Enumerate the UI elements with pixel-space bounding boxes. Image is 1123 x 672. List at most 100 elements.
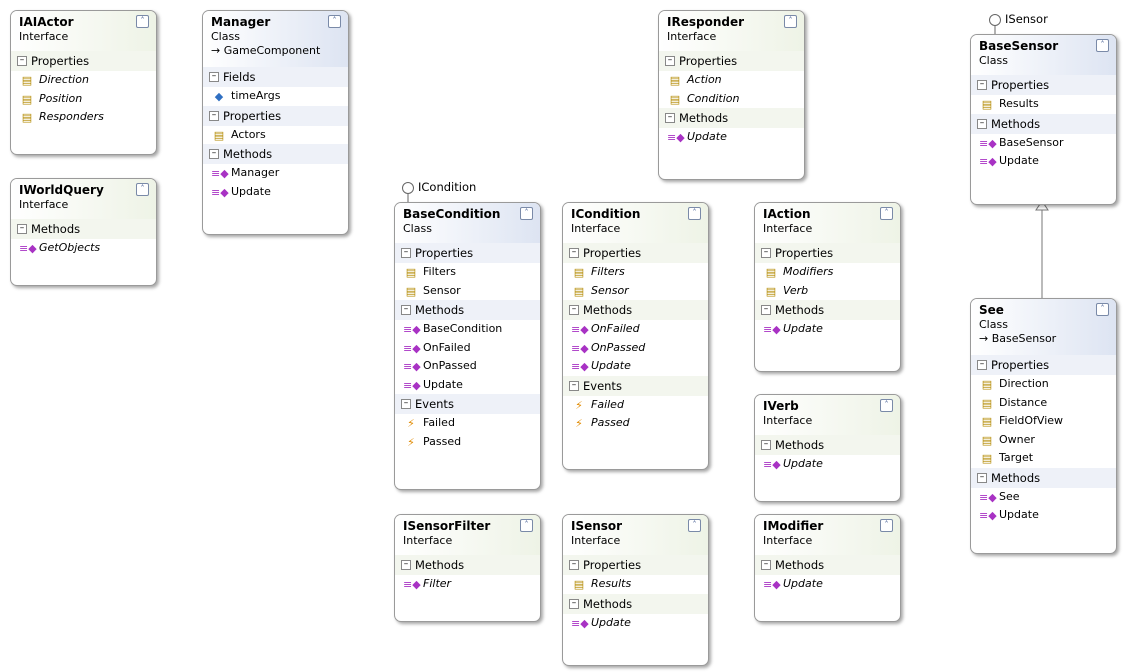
section-collapse-icon[interactable]: – [665, 113, 675, 123]
collapse-chevron-icon[interactable]: ˄ [784, 15, 797, 28]
section-collapse-icon[interactable]: – [761, 560, 771, 570]
collapse-chevron-icon[interactable]: ˄ [136, 15, 149, 28]
member-row[interactable]: ≡◆BaseSensor [971, 134, 1116, 153]
section-collapse-icon[interactable]: – [209, 72, 219, 82]
section-collapse-icon[interactable]: – [977, 80, 987, 90]
member-row[interactable]: ▤Filters [395, 263, 540, 282]
member-row[interactable]: ▤Results [971, 95, 1116, 114]
member-row[interactable]: ≡◆OnPassed [563, 339, 708, 358]
section-collapse-icon[interactable]: – [17, 56, 27, 66]
section-header[interactable]: –Methods [563, 300, 708, 320]
section-header[interactable]: –Methods [11, 219, 156, 239]
section-collapse-icon[interactable]: – [401, 560, 411, 570]
section-collapse-icon[interactable]: – [665, 56, 675, 66]
collapse-chevron-icon[interactable]: ˄ [880, 207, 893, 220]
section-collapse-icon[interactable]: – [209, 149, 219, 159]
section-header[interactable]: –Methods [659, 108, 804, 128]
section-header[interactable]: –Methods [395, 300, 540, 320]
section-collapse-icon[interactable]: – [569, 380, 579, 391]
section-collapse-icon[interactable]: – [761, 440, 771, 450]
member-row[interactable]: ▤Results [563, 575, 708, 594]
member-row[interactable]: ▤FieldOfView [971, 412, 1116, 431]
member-row[interactable]: ▤Direction [971, 375, 1116, 394]
section-header[interactable]: –Methods [563, 593, 708, 614]
section-collapse-icon[interactable]: – [977, 472, 987, 483]
section-collapse-icon[interactable]: – [209, 110, 219, 121]
member-row[interactable]: ≡◆Update [971, 506, 1116, 525]
member-row[interactable]: ▤Distance [971, 394, 1116, 413]
section-header[interactable]: –Properties [203, 105, 348, 126]
collapse-chevron-icon[interactable]: ˄ [1096, 39, 1109, 52]
collapse-chevron-icon[interactable]: ˄ [688, 519, 701, 532]
member-row[interactable]: ▤Modifiers [755, 263, 900, 282]
section-collapse-icon[interactable]: – [569, 305, 579, 315]
member-row[interactable]: ≡◆Update [755, 455, 900, 474]
member-row[interactable]: ⚡Passed [563, 414, 708, 433]
section-header[interactable]: –Properties [755, 243, 900, 263]
collapse-chevron-icon[interactable]: ˄ [688, 207, 701, 220]
section-header[interactable]: –Methods [755, 435, 900, 455]
section-header[interactable]: –Methods [971, 113, 1116, 134]
member-row[interactable]: ≡◆Update [563, 357, 708, 376]
section-header[interactable]: –Methods [755, 300, 900, 320]
collapse-chevron-icon[interactable]: ˄ [520, 207, 533, 220]
member-row[interactable]: ▤Action [659, 71, 804, 90]
section-header[interactable]: –Properties [563, 555, 708, 575]
section-collapse-icon[interactable]: – [761, 248, 771, 258]
section-header[interactable]: –Events [395, 394, 540, 414]
member-row[interactable]: ▤Verb [755, 282, 900, 301]
member-row[interactable]: ≡◆OnPassed [395, 357, 540, 376]
member-row[interactable]: ≡◆OnFailed [563, 320, 708, 339]
member-row[interactable]: ▤Responders [11, 108, 156, 127]
section-header[interactable]: –Properties [11, 51, 156, 71]
member-row[interactable]: ≡◆Update [755, 320, 900, 339]
section-collapse-icon[interactable]: – [401, 248, 411, 258]
section-header[interactable]: –Properties [395, 243, 540, 263]
collapse-chevron-icon[interactable]: ˄ [136, 183, 149, 196]
section-collapse-icon[interactable]: – [569, 560, 579, 570]
member-row[interactable]: ⚡Passed [395, 433, 540, 452]
section-collapse-icon[interactable]: – [17, 224, 27, 234]
section-header[interactable]: –Properties [659, 51, 804, 71]
member-row[interactable]: ⚡Failed [563, 396, 708, 415]
collapse-chevron-icon[interactable]: ˄ [328, 15, 341, 28]
member-row[interactable]: ▤Filters [563, 263, 708, 282]
member-row[interactable]: ≡◆OnFailed [395, 339, 540, 358]
member-row[interactable]: ≡◆Update [659, 128, 804, 147]
member-row[interactable]: ≡◆Manager [203, 164, 348, 183]
member-row[interactable]: ≡◆Update [971, 152, 1116, 171]
member-row[interactable]: ▤Direction [11, 71, 156, 90]
member-row[interactable]: ≡◆Update [395, 376, 540, 395]
member-row[interactable]: ≡◆BaseCondition [395, 320, 540, 339]
member-row[interactable]: ≡◆GetObjects [11, 239, 156, 258]
section-header[interactable]: –Methods [971, 467, 1116, 488]
collapse-chevron-icon[interactable]: ˄ [880, 399, 893, 412]
member-row[interactable]: ≡◆Update [755, 575, 900, 594]
member-row[interactable]: ▤Actors [203, 126, 348, 145]
section-header[interactable]: –Methods [755, 555, 900, 575]
member-row[interactable]: ≡◆Update [563, 614, 708, 633]
section-header[interactable]: –Methods [203, 144, 348, 164]
section-header[interactable]: –Properties [563, 243, 708, 263]
member-row[interactable]: ▤Sensor [563, 282, 708, 301]
